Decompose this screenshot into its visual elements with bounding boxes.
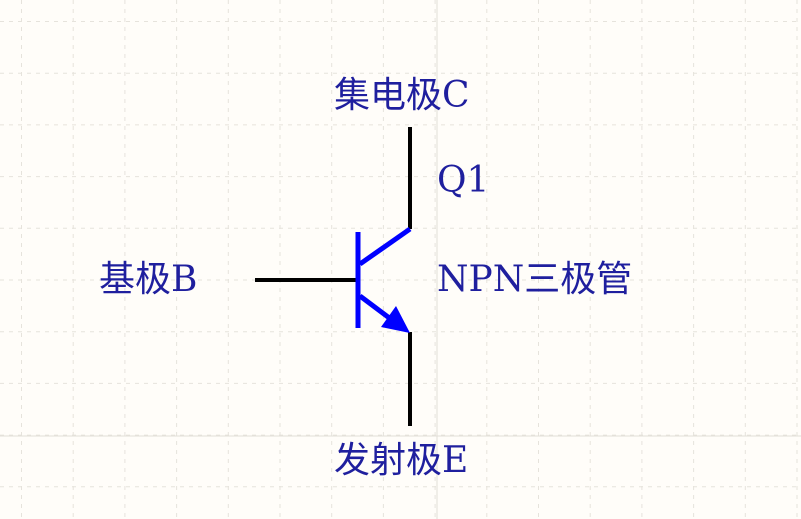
emitter-leg: [358, 294, 394, 322]
collector-leg: [358, 226, 412, 267]
component-comment-label[interactable]: NPN三极管: [437, 259, 633, 300]
npn-transistor-symbol[interactable]: [355, 226, 412, 333]
designator-label[interactable]: Q1: [437, 160, 490, 201]
base-label: 基极B: [99, 259, 198, 300]
emitter-label: 发射极E: [334, 440, 469, 481]
emitter-arrow-icon: [381, 306, 410, 333]
collector-label: 集电极C: [334, 75, 470, 116]
